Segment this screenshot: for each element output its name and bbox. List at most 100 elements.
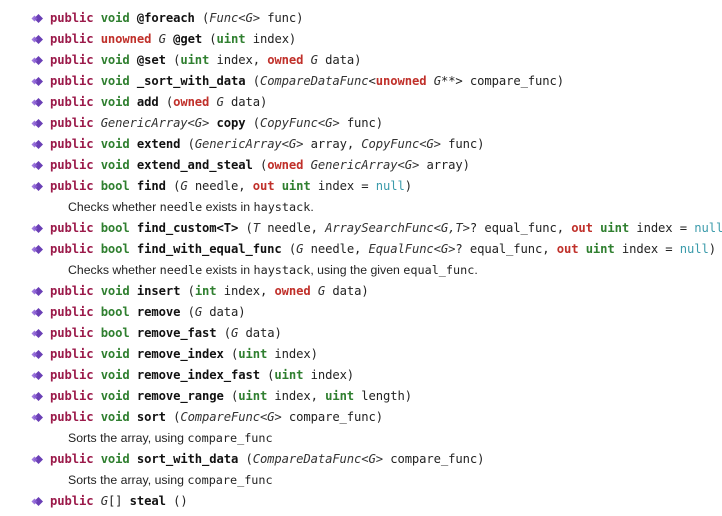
type-name: G xyxy=(216,95,224,109)
method-row[interactable]: public bool remove (G data) xyxy=(0,302,722,323)
description-text: exists in xyxy=(202,263,254,277)
method-diamond-icon xyxy=(31,497,43,506)
punctuation: compare_func) xyxy=(382,452,485,466)
punctuation xyxy=(274,179,281,193)
type-keyword: void xyxy=(100,158,130,172)
method-diamond-icon xyxy=(31,287,43,296)
method-signature[interactable]: public void extend_and_steal (owned Gene… xyxy=(50,155,470,176)
type-keyword: uint xyxy=(325,389,355,403)
method-signature[interactable]: public GenericArray<G> copy (CopyFunc<G>… xyxy=(50,113,383,134)
punctuation: data) xyxy=(238,326,282,340)
method-row[interactable]: public bool find_with_equal_func (G need… xyxy=(0,239,722,260)
access-modifier: public xyxy=(50,158,94,172)
method-row[interactable]: public bool find_custom<T> (T needle, Ar… xyxy=(0,218,722,239)
type-keyword: uint xyxy=(238,389,268,403)
punctuation: ( xyxy=(180,305,195,319)
method-signature[interactable]: public bool find (G needle, out uint ind… xyxy=(50,176,412,197)
punctuation xyxy=(93,158,100,172)
method-signature[interactable]: public bool remove_fast (G data) xyxy=(50,323,282,344)
method-row[interactable]: public GenericArray<G> copy (CopyFunc<G>… xyxy=(0,113,722,134)
method-signature[interactable]: public void _sort_with_data (CompareData… xyxy=(50,71,564,92)
method-signature[interactable]: public void insert (int index, owned G d… xyxy=(50,281,369,302)
param-modifier: out xyxy=(571,221,593,235)
param-modifier: unowned xyxy=(375,74,427,88)
method-name: sort_with_data xyxy=(136,452,239,466)
punctuation: ( xyxy=(245,116,260,130)
method-row[interactable]: public void @foreach (Func<G> func) xyxy=(0,8,722,29)
param-modifier: out xyxy=(252,179,275,193)
punctuation: ) xyxy=(404,179,412,193)
method-signature[interactable]: public void sort (CompareFunc<G> compare… xyxy=(50,407,383,428)
access-modifier: public xyxy=(50,368,94,382)
punctuation xyxy=(130,95,137,109)
inline-code: compare_func xyxy=(187,431,273,445)
param-modifier: owned xyxy=(173,95,210,109)
method-signature[interactable]: public void remove_index_fast (uint inde… xyxy=(50,365,354,386)
method-signature[interactable]: public void remove_range (uint index, ui… xyxy=(50,386,412,407)
type-name: CopyFunc<G> xyxy=(259,116,340,130)
method-row[interactable]: public unowned G @get (uint index) xyxy=(0,29,722,50)
method-signature[interactable]: public bool find_custom<T> (T needle, Ar… xyxy=(50,218,722,239)
method-row[interactable]: public void extend_and_steal (owned Gene… xyxy=(0,155,722,176)
type-name: GenericArray<G> xyxy=(100,116,210,130)
punctuation: ( xyxy=(238,221,253,235)
method-signature[interactable]: public void remove_index (uint index) xyxy=(50,344,318,365)
method-row[interactable]: public void remove_range (uint index, ui… xyxy=(0,386,722,407)
method-row[interactable]: public void remove_index_fast (uint inde… xyxy=(0,365,722,386)
punctuation xyxy=(130,74,137,88)
description-text: Checks whether xyxy=(68,263,160,277)
type-name: CompareFunc<G> xyxy=(180,410,282,424)
punctuation xyxy=(209,116,216,130)
method-row[interactable]: public G[] steal () xyxy=(0,491,722,512)
method-row[interactable]: public void extend (GenericArray<G> arra… xyxy=(0,134,722,155)
method-name: sort xyxy=(136,410,166,424)
method-signature[interactable]: public void @foreach (Func<G> func) xyxy=(50,8,303,29)
punctuation: ( xyxy=(252,158,268,172)
method-row[interactable]: public void sort_with_data (CompareDataF… xyxy=(0,449,722,470)
type-name: GenericArray<G> xyxy=(194,137,304,151)
method-signature[interactable]: public void extend (GenericArray<G> arra… xyxy=(50,134,484,155)
method-row[interactable]: public bool find (G needle, out uint ind… xyxy=(0,176,722,197)
type-keyword: void xyxy=(100,284,130,298)
method-name: extend xyxy=(136,137,181,151)
method-name: find xyxy=(136,179,166,193)
punctuation: index = xyxy=(629,221,695,235)
access-modifier: public xyxy=(50,242,94,256)
method-diamond-icon xyxy=(31,350,43,359)
method-description: Sorts the array, using compare_func xyxy=(68,470,273,491)
method-row[interactable]: public void sort (CompareFunc<G> compare… xyxy=(0,407,722,428)
method-name: add xyxy=(136,95,159,109)
punctuation: index = xyxy=(310,179,376,193)
method-signature[interactable]: public unowned G @get (uint index) xyxy=(50,29,296,50)
method-signature[interactable]: public G[] steal () xyxy=(50,491,188,512)
inline-code: compare_func xyxy=(187,473,273,487)
method-signature[interactable]: public bool find_with_equal_func (G need… xyxy=(50,239,716,260)
method-signature[interactable]: public bool remove (G data) xyxy=(50,302,246,323)
method-row[interactable]: public void insert (int index, owned G d… xyxy=(0,281,722,302)
method-diamond-icon xyxy=(31,455,43,464)
punctuation xyxy=(130,179,137,193)
method-signature[interactable]: public void add (owned G data) xyxy=(50,92,267,113)
method-row[interactable]: public void remove_index (uint index) xyxy=(0,344,722,365)
punctuation: index, xyxy=(209,53,268,67)
method-row[interactable]: public void @set (uint index, owned G da… xyxy=(0,50,722,71)
method-row[interactable]: public bool remove_fast (G data) xyxy=(0,323,722,344)
access-modifier: public xyxy=(50,74,94,88)
method-name: @set xyxy=(136,53,166,67)
access-modifier: public xyxy=(50,347,94,361)
method-row[interactable]: public void add (owned G data) xyxy=(0,92,722,113)
punctuation: ( xyxy=(259,368,275,382)
description-text: Sorts the array, using xyxy=(68,431,188,445)
access-modifier: public xyxy=(50,137,94,151)
type-keyword: void xyxy=(100,389,130,403)
punctuation xyxy=(209,95,216,109)
method-name: remove_fast xyxy=(136,326,217,340)
punctuation xyxy=(130,242,137,256)
literal-value: null xyxy=(375,179,405,193)
punctuation xyxy=(93,95,100,109)
method-signature[interactable]: public void sort_with_data (CompareDataF… xyxy=(50,449,484,470)
method-signature[interactable]: public void @set (uint index, owned G da… xyxy=(50,50,361,71)
punctuation: ? equal_func, xyxy=(455,242,557,256)
method-row[interactable]: public void _sort_with_data (CompareData… xyxy=(0,71,722,92)
description-text: exists in xyxy=(202,200,254,214)
